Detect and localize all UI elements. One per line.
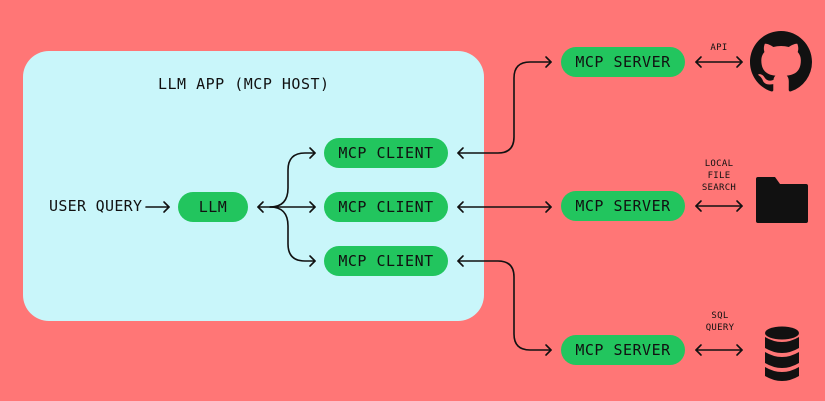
github-icon [750,31,812,92]
arrowhead [457,201,464,213]
arrow-client-3-to-server-3 [457,260,552,351]
mcp-client-2[interactable]: MCP CLIENT [324,192,448,222]
api-label: API [704,42,734,54]
api-label-line: API [710,43,728,53]
user-query-label: USER QUERY [49,197,143,215]
arrowhead [736,56,743,68]
mcp-client-3[interactable]: MCP CLIENT [324,246,448,276]
arrowhead [457,255,464,267]
mcp-server-3[interactable]: MCP SERVER [561,335,685,365]
arrowhead [695,344,702,356]
arrowhead [545,56,552,68]
arrow-client-1-to-server-1 [457,61,552,154]
mcp-server-1[interactable]: MCP SERVER [561,47,685,77]
arrowhead [163,201,170,213]
label-line: SEARCH [701,183,737,193]
mcp-server-2[interactable]: MCP SERVER [561,191,685,221]
local-file-search-label: LOCAL FILE SEARCH [696,158,742,194]
arrowhead [695,56,702,68]
llm-node[interactable]: LLM [178,192,248,222]
arrowhead [457,147,464,159]
mcp-client-1[interactable]: MCP CLIENT [324,138,448,168]
label-line: FILE [707,171,731,181]
arrowhead [309,255,316,267]
label-line: SQL [711,311,729,321]
arrowhead [736,200,743,212]
arrowhead [736,344,743,356]
sql-query-label: SQL QUERY [700,310,740,334]
arrowhead [309,201,316,213]
arrowhead [545,344,552,356]
mcp-host-box [23,51,484,321]
arrowhead [695,200,702,212]
folder-icon [756,177,808,223]
arrow-llm-to-client-1 [269,152,316,208]
host-title: LLM APP (MCP HOST) [158,75,330,93]
arrow-llm-to-client-3 [269,206,316,262]
arrowhead [545,201,552,213]
database-icon [765,326,799,381]
label-line: LOCAL [704,159,734,169]
label-line: QUERY [705,323,735,333]
arrowhead [309,147,316,159]
